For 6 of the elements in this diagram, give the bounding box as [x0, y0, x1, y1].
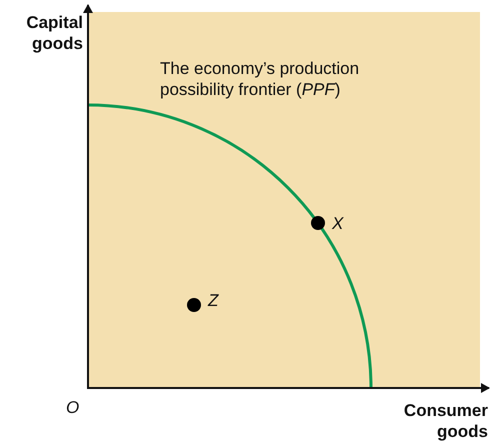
annotation-text: The economy’s production possibility frontier (PPF) — [160, 58, 360, 100]
axis-title: Consumer goods — [402, 400, 488, 442]
axis-title: Capital goods — [25, 12, 83, 54]
point-label: Z — [208, 290, 218, 311]
origin-label: O — [66, 397, 80, 418]
point-label: X — [332, 213, 344, 234]
